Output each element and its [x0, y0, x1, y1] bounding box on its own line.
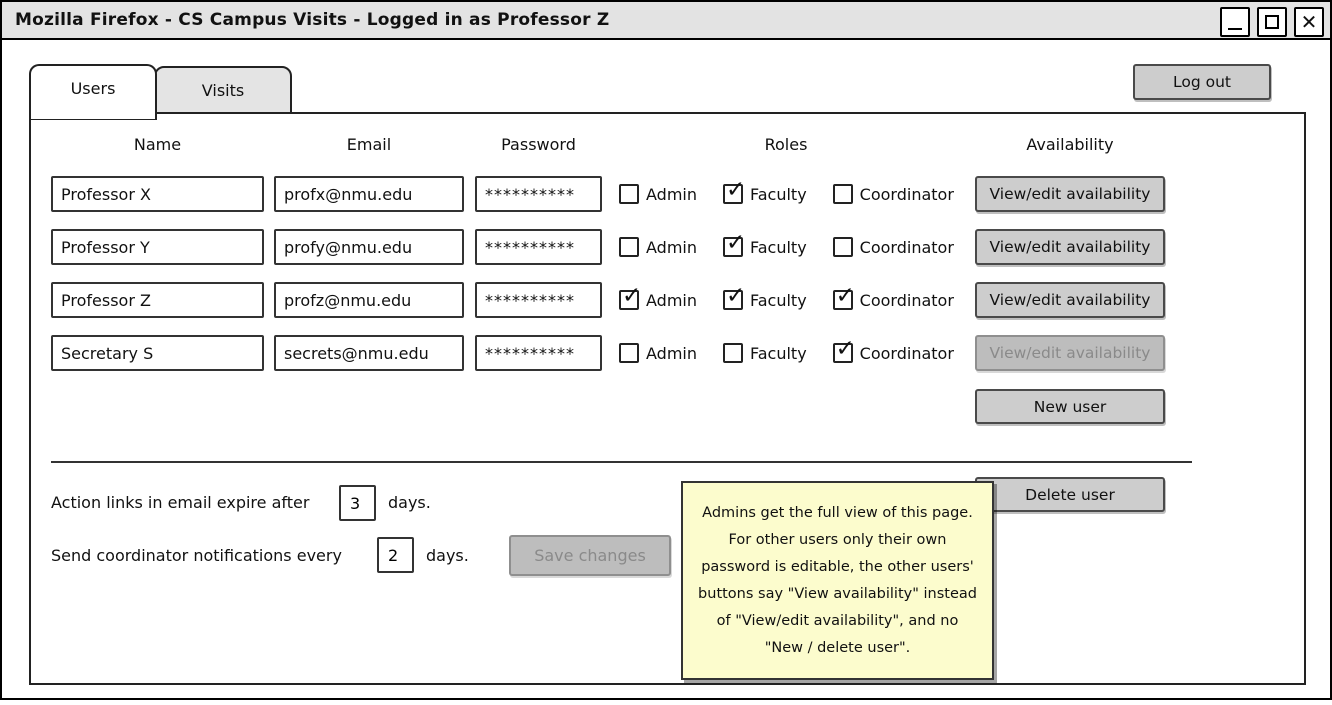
name-input[interactable] [51, 335, 264, 371]
password-input[interactable] [475, 229, 602, 265]
admin-label: Admin [646, 237, 697, 257]
password-input[interactable] [475, 282, 602, 318]
faculty-label: Faculty [750, 290, 807, 310]
coordinator-checkbox[interactable] [832, 237, 853, 257]
name-input[interactable] [51, 176, 264, 212]
column-header-roles: Roles [764, 135, 808, 154]
view-edit-availability-button[interactable]: View/edit availability [975, 282, 1165, 318]
faculty-checkbox[interactable] [723, 343, 743, 363]
notify-setting-suffix: days. [426, 546, 469, 565]
admin-label: Admin [646, 343, 697, 363]
minimize-button[interactable] [1220, 7, 1250, 37]
email-input[interactable] [274, 229, 464, 265]
close-button[interactable]: ✕ [1294, 7, 1324, 37]
column-header-password: Password [501, 135, 576, 154]
admin-note: Admins get the full view of this page. F… [681, 481, 994, 680]
user-row: Admin ✓Faculty Coordinator View/edit ava… [31, 176, 1304, 212]
users-panel: Name Email Password Roles Availability A… [29, 112, 1306, 685]
tab-visits[interactable]: Visits [154, 66, 292, 114]
availability-button-label: View/edit availability [989, 185, 1151, 203]
roles-group: Admin ✓Faculty Coordinator [619, 229, 964, 265]
checkmark-icon: ✓ [726, 177, 746, 203]
save-changes-button: Save changes [509, 535, 671, 576]
coordinator-checkbox[interactable] [832, 184, 853, 204]
delete-user-label: Delete user [1025, 485, 1115, 504]
admin-checkbox[interactable] [619, 343, 639, 363]
availability-button-label: View/edit availability [989, 291, 1151, 309]
minimize-icon [1228, 28, 1242, 30]
expire-setting-suffix: days. [388, 493, 431, 512]
notify-days-input[interactable] [377, 537, 414, 573]
user-row: ✓Admin ✓Faculty ✓Coordinator View/edit a… [31, 282, 1304, 318]
coordinator-checkbox[interactable]: ✓ [832, 336, 855, 363]
close-icon: ✕ [1300, 10, 1318, 34]
new-user-button[interactable]: New user [975, 389, 1165, 424]
coordinator-checkbox[interactable]: ✓ [832, 283, 855, 310]
maximize-icon [1265, 15, 1279, 29]
faculty-checkbox[interactable]: ✓ [723, 230, 745, 257]
email-input[interactable] [274, 282, 464, 318]
availability-button-label: View/edit availability [989, 238, 1151, 256]
admin-checkbox[interactable] [619, 184, 639, 204]
column-header-availability: Availability [1026, 135, 1114, 154]
tab-users-label: Users [70, 79, 116, 98]
column-header-name: Name [133, 135, 182, 154]
view-edit-availability-button[interactable]: View/edit availability [975, 229, 1165, 265]
roles-group: Admin Faculty ✓Coordinator [619, 335, 964, 371]
faculty-label: Faculty [750, 237, 807, 257]
expire-setting-label: Action links in email expire after [51, 493, 310, 512]
expire-days-input[interactable] [339, 485, 376, 521]
admin-note-text: Admins get the full view of this page. F… [698, 504, 977, 656]
admin-checkbox[interactable] [619, 237, 639, 257]
roles-group: ✓Admin ✓Faculty ✓Coordinator [619, 282, 964, 318]
tab-visits-label: Visits [201, 80, 245, 100]
admin-checkbox[interactable]: ✓ [619, 283, 641, 310]
admin-label: Admin [646, 290, 697, 310]
password-input[interactable] [475, 335, 602, 371]
checkmark-icon: ✓ [835, 336, 855, 362]
checkmark-icon: ✓ [726, 283, 746, 309]
divider [51, 461, 1192, 463]
faculty-checkbox[interactable]: ✓ [723, 283, 745, 310]
view-edit-availability-button[interactable]: View/edit availability [975, 176, 1165, 212]
faculty-checkbox[interactable]: ✓ [723, 177, 745, 204]
checkmark-icon: ✓ [622, 283, 642, 309]
delete-user-button[interactable]: Delete user [975, 477, 1165, 512]
faculty-label: Faculty [750, 343, 807, 363]
coordinator-label: Coordinator [859, 237, 954, 257]
roles-group: Admin ✓Faculty Coordinator [619, 176, 964, 212]
logout-button[interactable]: Log out [1133, 64, 1271, 100]
logout-label: Log out [1173, 73, 1231, 91]
view-edit-availability-button-disabled: View/edit availability [975, 335, 1165, 371]
name-input[interactable] [51, 282, 264, 318]
user-row: Admin Faculty ✓Coordinator View/edit ava… [31, 335, 1304, 371]
titlebar: Mozilla Firefox - CS Campus Visits - Log… [2, 2, 1330, 40]
window-title: Mozilla Firefox - CS Campus Visits - Log… [15, 10, 610, 30]
checkmark-icon: ✓ [726, 230, 746, 256]
email-input[interactable] [274, 335, 464, 371]
availability-button-label: View/edit availability [989, 344, 1151, 362]
maximize-button[interactable] [1257, 7, 1287, 37]
coordinator-label: Coordinator [859, 343, 954, 363]
email-input[interactable] [274, 176, 464, 212]
notify-setting-label: Send coordinator notifications every [51, 546, 342, 565]
save-changes-label: Save changes [534, 546, 646, 565]
checkmark-icon: ✓ [835, 283, 855, 309]
faculty-label: Faculty [750, 184, 807, 204]
name-input[interactable] [51, 229, 264, 265]
tab-users[interactable]: Users [29, 64, 157, 120]
coordinator-label: Coordinator [859, 290, 954, 310]
column-header-email: Email [346, 135, 392, 154]
new-user-label: New user [1033, 397, 1107, 416]
coordinator-label: Coordinator [859, 184, 954, 204]
user-row: Admin ✓Faculty Coordinator View/edit ava… [31, 229, 1304, 265]
password-input[interactable] [475, 176, 602, 212]
admin-label: Admin [646, 184, 697, 204]
